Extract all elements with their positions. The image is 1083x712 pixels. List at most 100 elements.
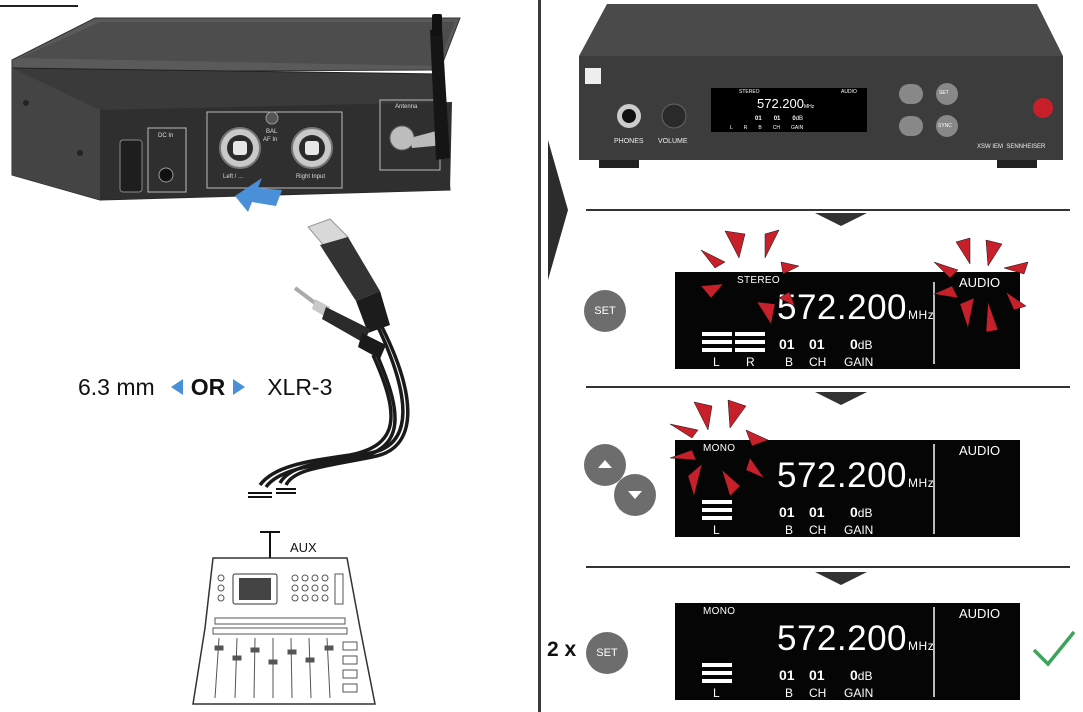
- step2-gain-label: GAIN: [844, 523, 874, 537]
- step1-ch-label: CH: [809, 355, 827, 369]
- mini-display-gain-value: 0: [792, 116, 796, 122]
- step2-freq: 572.200MHz: [777, 456, 934, 496]
- mini-display-gain: 0dB: [792, 116, 803, 122]
- mini-display-mode: STEREO: [739, 89, 760, 95]
- svg-text:BAL: BAL: [266, 129, 278, 135]
- mini-display-ch: CH: [772, 125, 780, 131]
- step2-b-label: B: [785, 523, 794, 537]
- step1-audio: AUDIO: [959, 275, 1001, 290]
- step2-separator: [933, 444, 935, 534]
- step2-level-l-1: [702, 500, 732, 504]
- step1-r-label: R: [746, 355, 755, 369]
- step2-ch-label: CH: [809, 523, 827, 537]
- step-separator-2: [586, 386, 1070, 388]
- mini-display-gain-label: GAIN: [790, 125, 804, 131]
- step1-separator: [933, 282, 935, 364]
- step1-display: STEREO 572.200MHz AUDIO L R 01 01 0dB B …: [675, 272, 1020, 369]
- step2-level-l-2: [702, 508, 732, 512]
- mini-display-r: R: [743, 125, 748, 131]
- step1-freq-unit: MHz: [908, 308, 935, 322]
- corner-tab: [0, 0, 78, 7]
- svg-text:Left / ...: Left / ...: [223, 174, 243, 180]
- mixing-console-illustration: [192, 531, 376, 705]
- step3-set-button[interactable]: SET: [586, 632, 628, 674]
- step1-stereo-flash-icon: [700, 229, 800, 325]
- step2-gain: 0dB: [850, 504, 872, 520]
- receiver-rear-illustration: DC In BAL AF In Left / ... Right Input A…: [11, 14, 461, 212]
- step2-l-label: L: [713, 523, 720, 537]
- mini-display-gain-unit: dB: [795, 116, 804, 122]
- step1-level-l-1: [702, 332, 732, 336]
- step3-b-label: B: [785, 686, 794, 700]
- step2-up-button[interactable]: [584, 444, 626, 486]
- arrow-left-icon: [170, 379, 183, 395]
- volume-label: VOLUME: [658, 138, 688, 145]
- svg-text:AF In: AF In: [263, 137, 277, 143]
- step2-mode: MONO: [703, 443, 736, 454]
- device-set-button[interactable]: SET: [939, 90, 949, 96]
- step3-l-label: L: [713, 686, 720, 700]
- step-arrow-2-icon: [815, 392, 867, 405]
- phones-label: PHONES: [614, 138, 644, 145]
- or-label: OR: [190, 373, 226, 400]
- step3-gain: 0dB: [850, 667, 872, 683]
- step1-gain-label: GAIN: [844, 355, 874, 369]
- receiver-front-body: [579, 4, 1063, 168]
- chevron-up-icon: [598, 460, 612, 468]
- jack-option-label: 6.3 mm: [78, 373, 155, 400]
- brand-label: XSW IEM SENNHEISER: [977, 144, 1046, 150]
- chevron-down-icon: [628, 491, 642, 499]
- step2-mono-flash-icon: [669, 399, 769, 497]
- xlr-option-label: XLR-3: [267, 373, 333, 400]
- mini-display-freq-unit: MHz: [804, 104, 815, 110]
- step1-level-r-3: [735, 348, 765, 352]
- step-separator-1: [586, 209, 1070, 211]
- step3-display: MONO 572.200MHz AUDIO L 01 01 0dB B CH G…: [675, 603, 1020, 700]
- mini-display-levels: 01 01 0dB: [715, 116, 803, 122]
- step1-level-r-2: [735, 340, 765, 344]
- device-sync-button[interactable]: SYNC: [938, 123, 952, 129]
- svg-text:DC In: DC In: [158, 133, 173, 139]
- mini-display-b: B: [758, 125, 762, 131]
- svg-text:Right Input: Right Input: [296, 174, 325, 180]
- step2-audio: AUDIO: [959, 443, 1001, 458]
- step3-level-l-1: [702, 663, 732, 667]
- step2-down-button[interactable]: [614, 474, 656, 516]
- step1-freq-value: 572.200: [777, 288, 908, 327]
- mini-display-bank: 01: [755, 116, 762, 122]
- step-arrow-1-icon: [815, 213, 867, 226]
- step3-channel: 01: [809, 667, 825, 683]
- step1-gain: 0dB: [850, 336, 872, 352]
- step1-freq: 572.200MHz: [777, 288, 934, 328]
- mini-display-freq-value: 572.200: [757, 96, 804, 111]
- step1-b-label: B: [785, 355, 794, 369]
- step3-gain-value: 0: [850, 667, 858, 683]
- step3-level-l-2: [702, 671, 732, 675]
- step3-ch-label: CH: [809, 686, 827, 700]
- step3-mode: MONO: [703, 606, 736, 617]
- step1-level-r-1: [735, 332, 765, 336]
- connector-choice: 6.3 mm OR XLR-3: [78, 372, 332, 402]
- mini-display-labels: L R B CH GAIN: [730, 125, 803, 131]
- mini-display-audio: AUDIO: [841, 89, 857, 95]
- step1-gain-unit: dB: [857, 338, 873, 352]
- step1-set-button[interactable]: SET: [584, 290, 626, 332]
- panel-divider: [538, 0, 541, 712]
- step3-separator: [933, 607, 935, 697]
- step3-bank: 01: [779, 667, 795, 683]
- aux-label: AUX: [290, 540, 317, 555]
- mini-display-l: L: [730, 125, 733, 131]
- step3-prefix: 2 x: [547, 638, 577, 661]
- step2-gain-unit: dB: [857, 506, 873, 520]
- mini-display-freq: 572.200MHz: [757, 96, 814, 111]
- step1-bank: 01: [779, 336, 795, 352]
- step-arrow-3-icon: [815, 572, 867, 585]
- step3-audio: AUDIO: [959, 606, 1001, 621]
- step3-level-l-3: [702, 679, 732, 683]
- svg-text:Antenna: Antenna: [395, 104, 418, 110]
- next-step-arrow-icon: [548, 140, 568, 280]
- step3-freq-value: 572.200: [777, 619, 908, 658]
- step3-freq: 572.200MHz: [777, 619, 934, 659]
- step1-mode: STEREO: [737, 275, 780, 286]
- step-separator-3: [586, 566, 1070, 568]
